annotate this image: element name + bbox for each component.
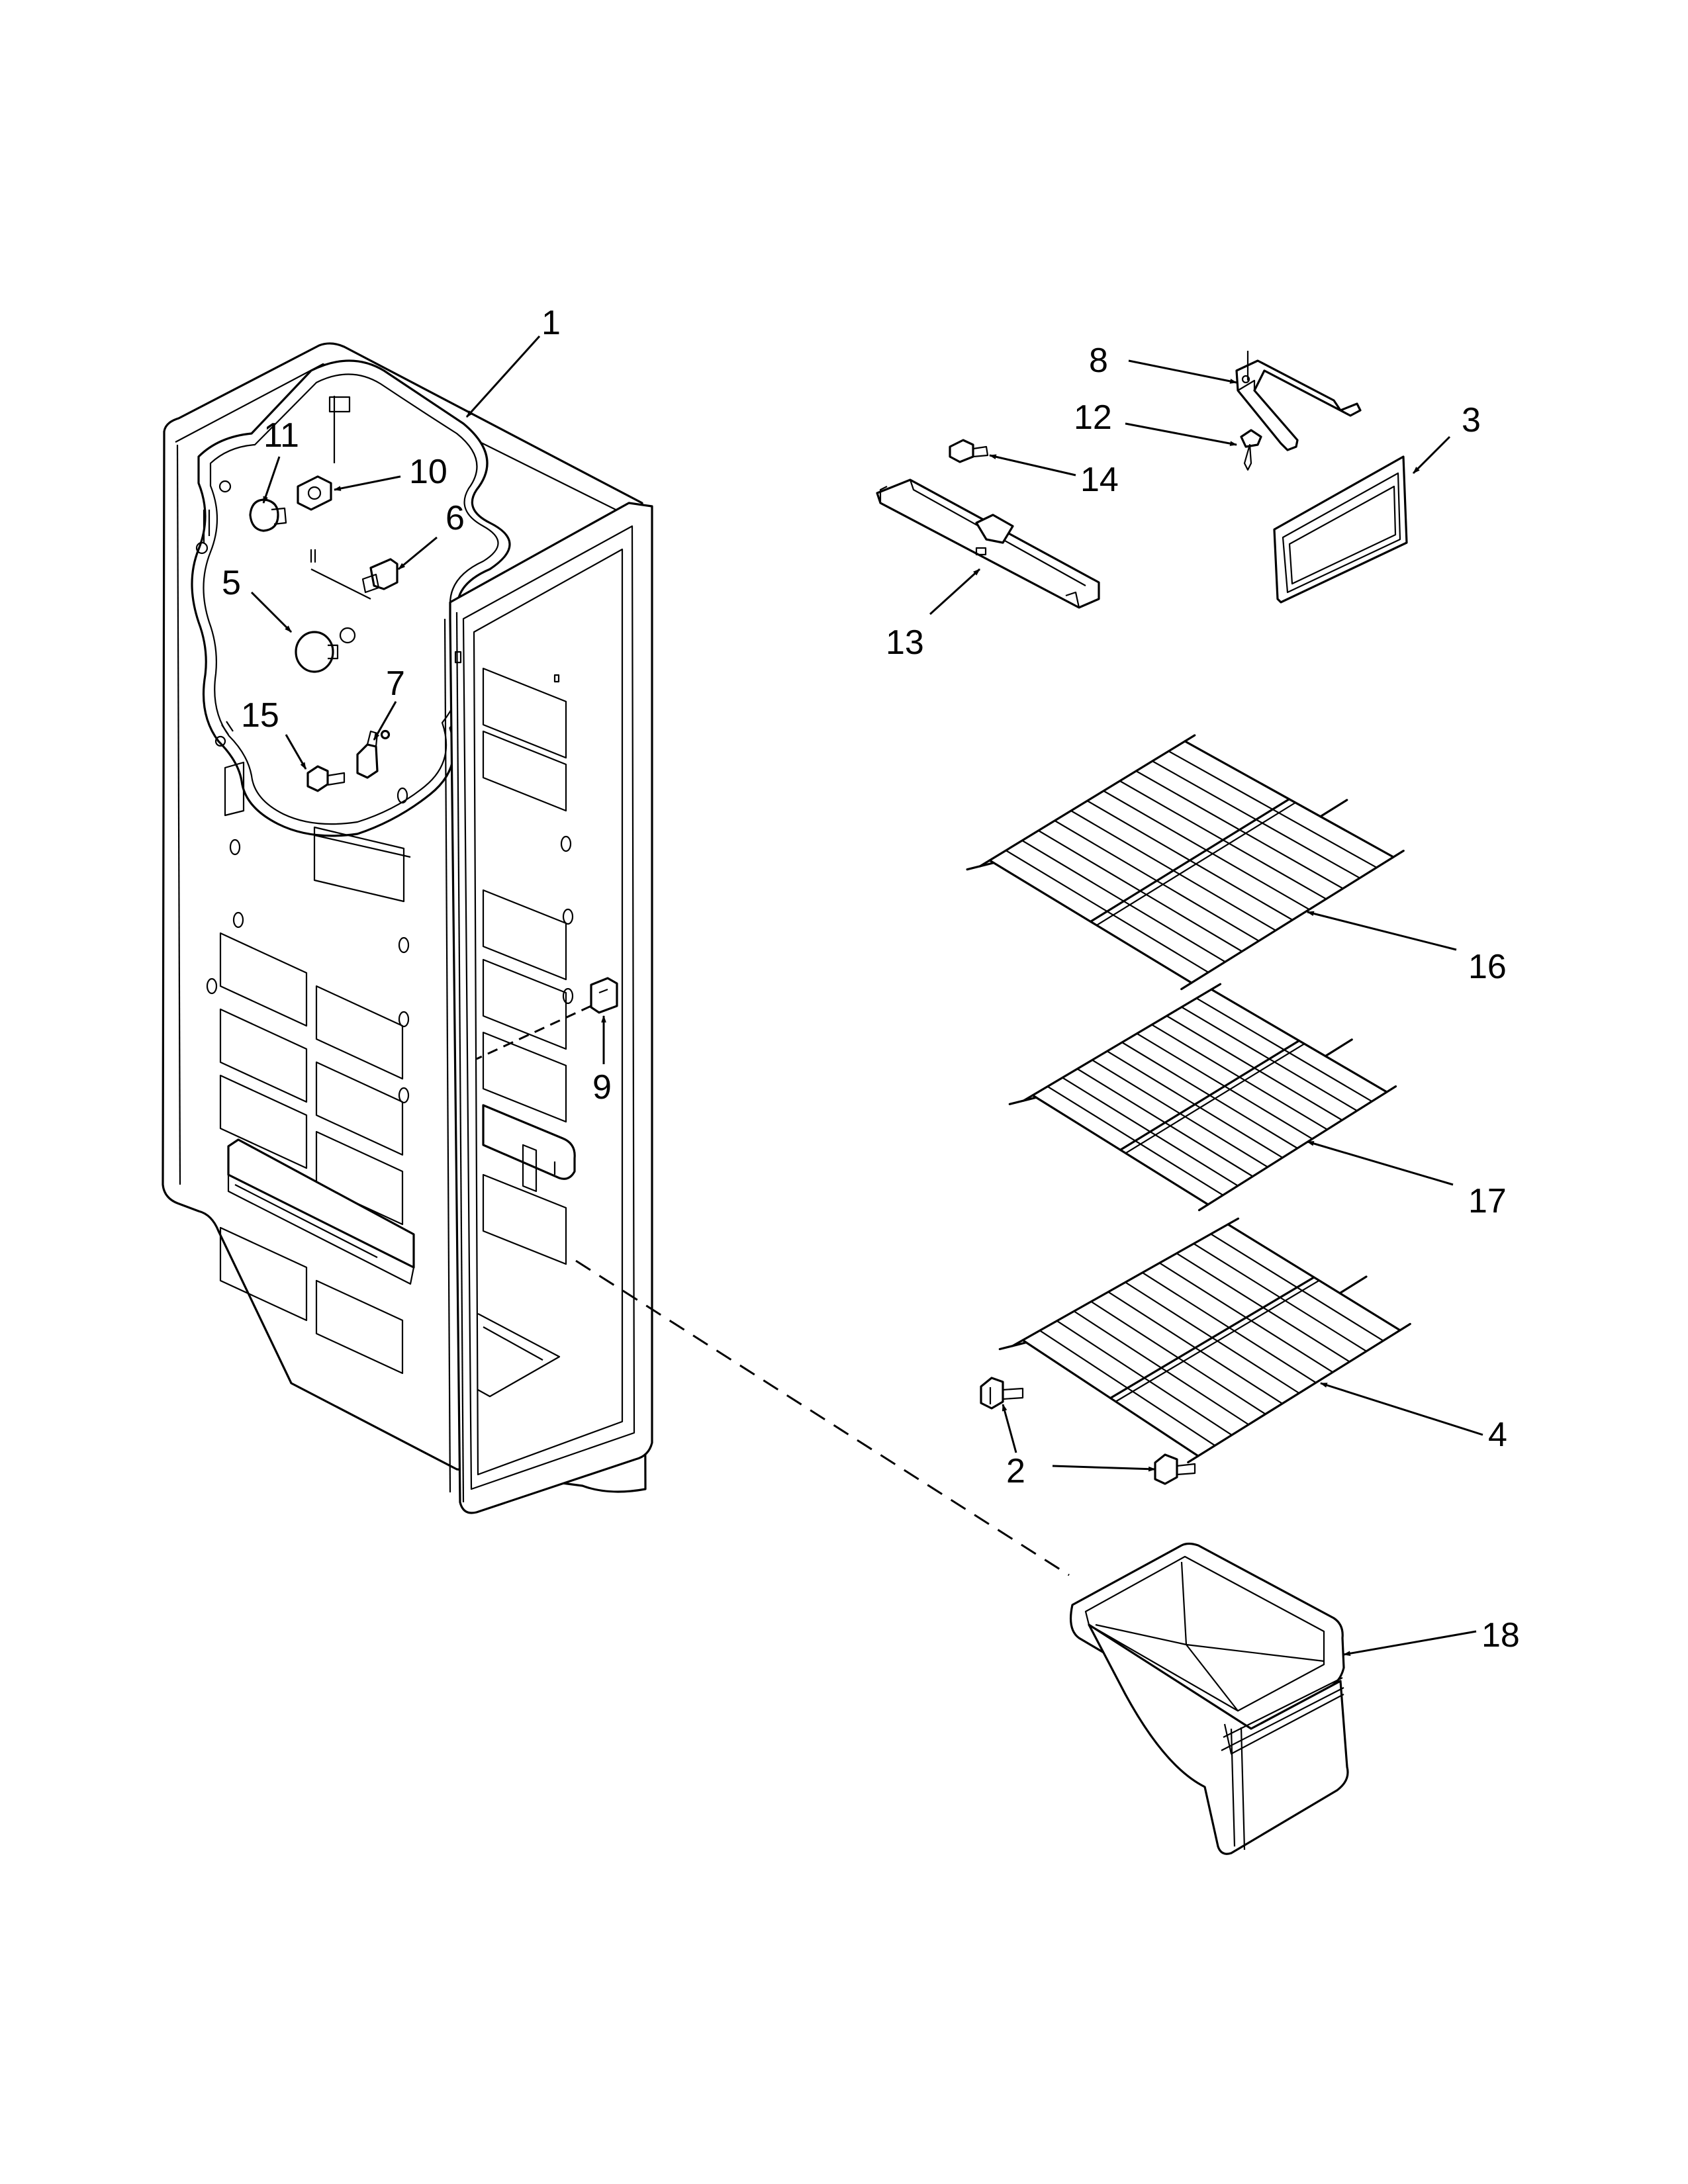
wire-shelf-4 [998, 1217, 1411, 1464]
leader-lines [250, 335, 1483, 1657]
callout-12: 12 [1074, 398, 1112, 437]
freezer-liner [162, 342, 653, 1514]
callout-11: 11 [263, 416, 299, 455]
callout-6: 6 [445, 499, 465, 537]
callout-labels: 1 2 3 4 5 6 7 8 9 10 11 12 13 14 15 16 1… [222, 304, 1520, 1655]
cover-part-13 [876, 478, 1100, 609]
shelf-support-part-2b [1154, 1453, 1196, 1485]
wire-shelf-17 [1008, 983, 1397, 1212]
callout-3: 3 [1462, 401, 1481, 439]
screw-part-12 [1240, 429, 1262, 471]
callout-13: 13 [886, 623, 924, 662]
shelf-support-part-2a [980, 1377, 1024, 1410]
callout-4: 4 [1488, 1416, 1507, 1454]
callout-2: 2 [1006, 1452, 1025, 1490]
fan-part-11 [249, 498, 287, 532]
callout-15: 15 [241, 696, 279, 735]
callout-8: 8 [1089, 341, 1108, 380]
wire-shelves [966, 734, 1411, 1464]
callout-16: 16 [1468, 948, 1507, 986]
screw-part-15 [306, 765, 346, 792]
knob-part-5 [295, 631, 339, 673]
callout-9: 9 [592, 1068, 612, 1107]
switch-part-9 [476, 977, 618, 1060]
callout-17: 17 [1468, 1182, 1507, 1220]
callout-5: 5 [222, 564, 241, 602]
callout-18: 18 [1481, 1616, 1520, 1655]
callout-1: 1 [541, 304, 561, 342]
control-part-10 [297, 475, 332, 511]
screw-part-14 [949, 439, 989, 463]
callout-10: 10 [409, 453, 447, 491]
frame-part-3 [1273, 455, 1408, 604]
crisper-bin [1070, 1542, 1349, 1855]
callout-14: 14 [1080, 461, 1119, 499]
wire-shelf-16 [966, 734, 1405, 991]
callout-7: 7 [386, 664, 405, 703]
drawer-guide-line [575, 1259, 1070, 1576]
sensor-part-6 [361, 558, 399, 594]
hinge-part-8 [1235, 351, 1362, 451]
